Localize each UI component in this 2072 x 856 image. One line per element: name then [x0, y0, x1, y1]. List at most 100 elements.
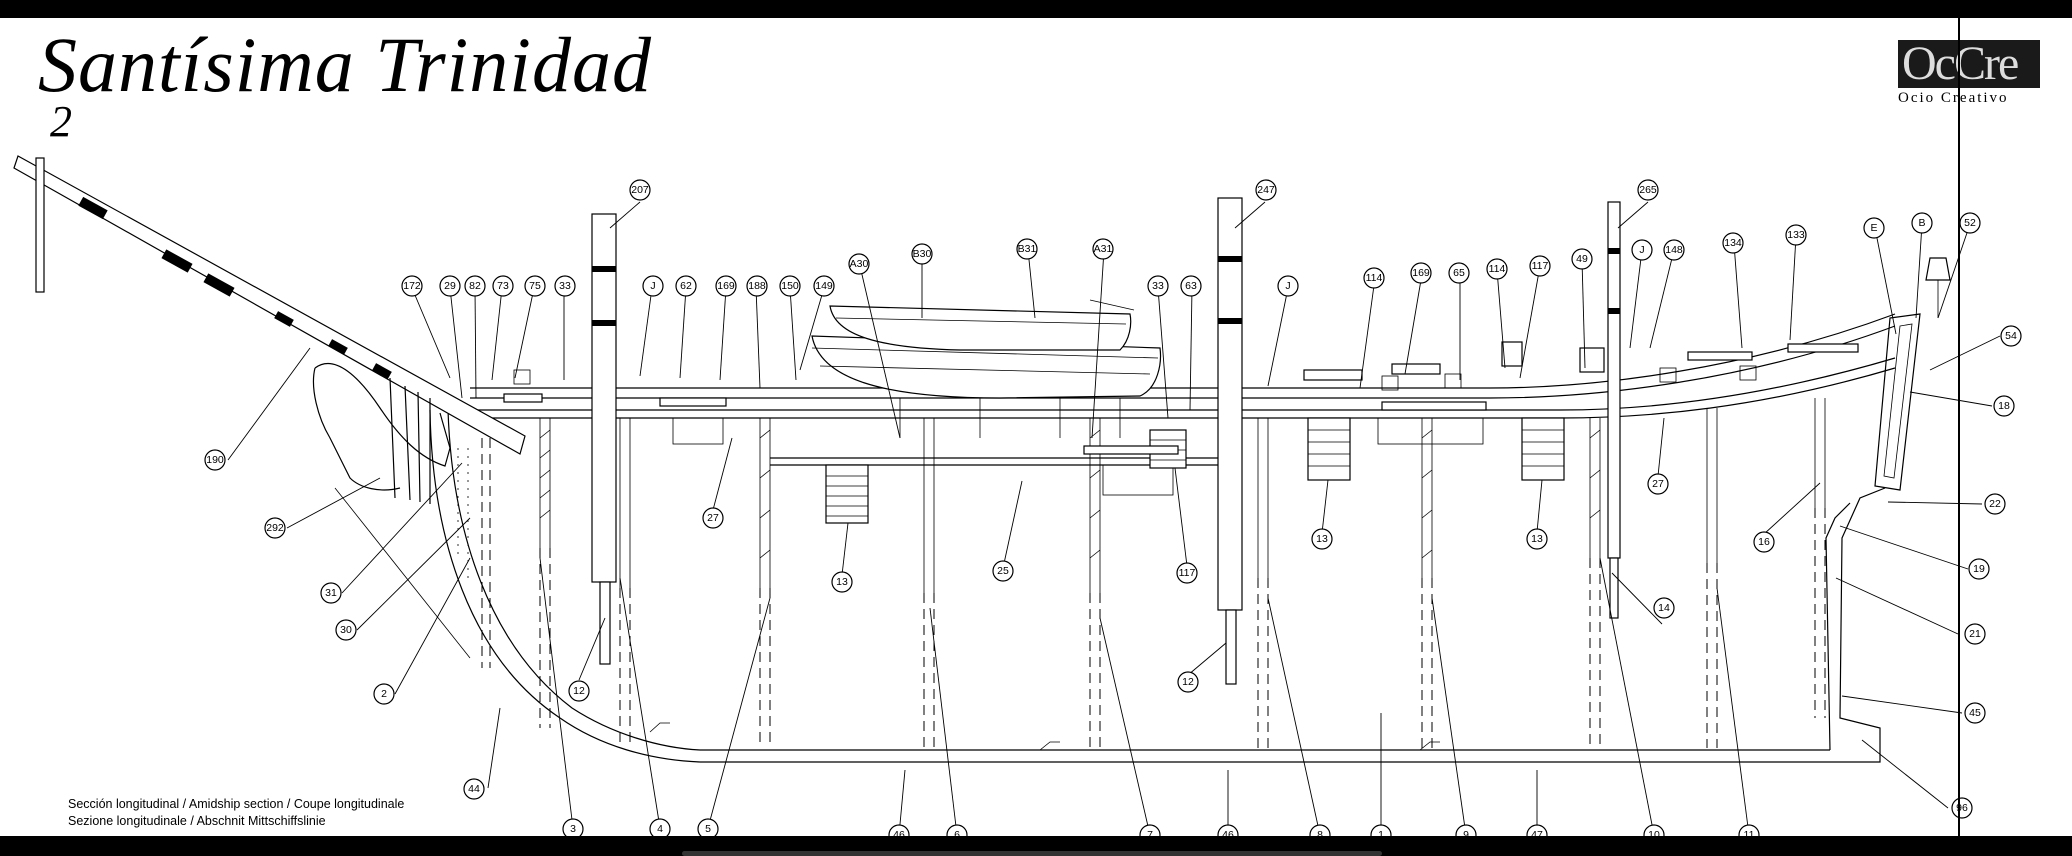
callout-marker: 6	[946, 824, 968, 836]
callout-label: 2	[381, 688, 387, 700]
callout-marker: A30	[848, 253, 870, 275]
callout-label: 3	[570, 823, 576, 835]
callout-label: 148	[1665, 244, 1683, 256]
callout-label: 172	[403, 280, 421, 292]
callout-label: 190	[206, 454, 224, 466]
callout-marker: 46	[1217, 824, 1239, 836]
callout-label: 82	[469, 280, 481, 292]
callout-marker: E	[1863, 217, 1885, 239]
callout-label: 30	[340, 624, 352, 636]
callout-label: J	[650, 280, 655, 292]
page-title: Santísima Trinidad	[38, 21, 652, 108]
callout-label: 22	[1989, 498, 2001, 510]
callout-marker: 75	[524, 275, 546, 297]
callout-marker: 3	[562, 818, 584, 836]
callout-label: 62	[680, 280, 692, 292]
callout-marker: 10	[1643, 824, 1665, 836]
callout-label: 1	[1378, 829, 1384, 836]
callout-marker: 150	[779, 275, 801, 297]
caption-line-2: Sezione longitudinale / Abschnit Mittsch…	[68, 814, 326, 828]
callout-marker: 33	[554, 275, 576, 297]
callout-marker: 25	[992, 560, 1014, 582]
callout-label: 29	[444, 280, 456, 292]
callout-label: 27	[707, 512, 719, 524]
logo-box: OcCre	[1898, 37, 2040, 90]
callout-marker: 27	[1647, 473, 1669, 495]
callout-label: J	[1285, 280, 1290, 292]
callout-label: 134	[1724, 237, 1742, 249]
callout-marker: 62	[675, 275, 697, 297]
callout-marker: 2	[373, 683, 395, 705]
callout-marker: 169	[1410, 262, 1432, 284]
callout-marker: 18	[1993, 395, 2015, 417]
callout-marker: 29	[439, 275, 461, 297]
callout-label: 5	[705, 823, 711, 835]
callout-label: 13	[1316, 533, 1328, 545]
callout-label: 114	[1489, 263, 1506, 275]
callout-marker: 9	[1455, 824, 1477, 836]
callout-marker: 190	[204, 449, 226, 471]
callout-marker: 96	[1951, 797, 1973, 819]
callout-label: 33	[559, 280, 571, 292]
callout-marker: 14	[1653, 597, 1675, 619]
callout-label: 149	[815, 280, 833, 292]
callout-label: 12	[573, 685, 585, 697]
callout-label: 6	[954, 829, 960, 836]
callout-label: E	[1870, 222, 1877, 234]
section-caption: Sección longitudinal / Amidship section …	[68, 796, 404, 830]
horizontal-scrollbar[interactable]	[682, 851, 1382, 856]
callout-marker: 188	[746, 275, 768, 297]
callout-label: B	[1918, 217, 1925, 229]
callout-label: 52	[1964, 217, 1976, 229]
callout-label: J	[1639, 244, 1644, 256]
logo-tagline: Ocio Creativo	[1898, 90, 2009, 106]
callout-marker: B30	[911, 243, 933, 265]
ship-boats	[811, 299, 1162, 438]
callout-marker: 117	[1529, 255, 1551, 277]
callout-label: 117	[1179, 567, 1196, 579]
callout-marker: 134	[1722, 232, 1744, 254]
callout-label: 169	[1412, 267, 1430, 279]
caption-line-1: Sección longitudinal / Amidship section …	[68, 797, 405, 811]
callout-label: 14	[1658, 602, 1670, 614]
callout-marker: A31	[1092, 238, 1114, 260]
callout-marker: 63	[1180, 275, 1202, 297]
callout-label: A31	[1094, 243, 1113, 255]
callout-label: 169	[717, 280, 735, 292]
callout-label: 44	[468, 783, 480, 795]
callout-marker: 169	[715, 275, 737, 297]
callout-label: 114	[1366, 272, 1383, 284]
callout-marker: J	[1631, 239, 1653, 261]
callout-marker: 49	[1571, 248, 1593, 270]
callout-marker: 33	[1147, 275, 1169, 297]
callout-marker: 148	[1663, 239, 1685, 261]
brand-logo: OcCre Ocio Creativo	[1898, 37, 2040, 118]
callout-marker: 7	[1139, 824, 1161, 836]
callout-marker: 73	[492, 275, 514, 297]
page-edge-divider	[1958, 18, 1960, 836]
callout-label: 27	[1652, 478, 1664, 490]
callout-label: 4	[657, 823, 663, 835]
callout-marker: 172	[401, 275, 423, 297]
callout-label: A30	[850, 258, 869, 270]
callout-leaders	[227, 201, 2001, 836]
callout-marker: 8	[1309, 824, 1331, 836]
callout-label: 8	[1317, 829, 1323, 836]
callout-label: 133	[1787, 229, 1805, 241]
callout-marker: 12	[1177, 671, 1199, 693]
callout-label: 46	[893, 829, 905, 836]
ladders	[825, 417, 1565, 524]
callout-marker: 52	[1959, 212, 1981, 234]
callout-label: 54	[2005, 330, 2017, 342]
deck-fittings	[503, 257, 1951, 455]
callout-marker: 292	[264, 517, 286, 539]
callout-marker: 5	[697, 818, 719, 836]
callout-marker: 12	[568, 680, 590, 702]
callout-marker: 16	[1753, 531, 1775, 553]
logo-wordmark: OcCre	[1902, 37, 2019, 90]
ship-section-drawing: 207 247 265 172 29 82 73 75 33 J 62 169 …	[13, 155, 2022, 836]
callout-marker: B	[1911, 212, 1933, 234]
callout-marker: 1	[1370, 824, 1392, 836]
callout-marker: 11	[1738, 824, 1760, 836]
masts	[591, 197, 1621, 685]
